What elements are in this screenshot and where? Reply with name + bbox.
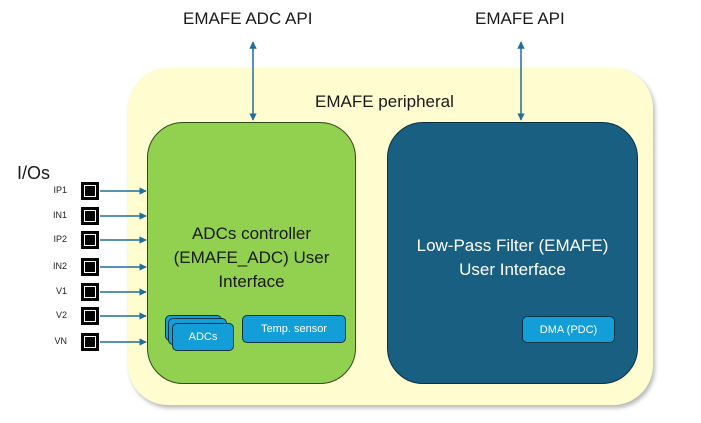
dma-pdc-chip: DMA (PDC)	[522, 316, 615, 343]
io-pin-label: IN1	[52, 210, 67, 220]
emafe-adc-api-label: EMAFE ADC API	[183, 9, 313, 28]
adc-controller-title-line: (EMAFE_ADC) User	[173, 248, 330, 267]
io-pin	[81, 258, 99, 276]
io-pin-label: V1	[55, 286, 67, 296]
emafe-api-label: EMAFE API	[475, 9, 565, 28]
low-pass-filter-title: Low-Pass Filter (EMAFE) User Interface	[387, 234, 638, 282]
io-pin-label: IP1	[53, 185, 67, 195]
adc-controller-title-line: Interface	[218, 272, 285, 291]
adcs-chip: ADCs	[172, 323, 234, 351]
ios-title: I/Os	[17, 163, 51, 183]
io-pin-label: IN2	[52, 261, 67, 271]
io-pin	[81, 283, 99, 301]
emafe-peripheral-title: EMAFE peripheral	[315, 92, 454, 111]
io-pin	[81, 182, 99, 200]
adc-controller-title: ADCs controller (EMAFE_ADC) User Interfa…	[147, 222, 356, 294]
io-connectors	[100, 187, 147, 346]
io-pin	[81, 231, 99, 249]
io-pin-label: V2	[55, 310, 67, 320]
adc-controller-title-line: ADCs controller	[191, 224, 312, 243]
io-pin-label: IP2	[53, 234, 67, 244]
low-pass-filter-title-line: User Interface	[459, 260, 566, 279]
io-pin	[81, 207, 99, 225]
io-pin	[81, 307, 99, 325]
temp-sensor-chip: Temp. sensor	[242, 315, 346, 343]
io-pin-label: VN	[54, 336, 67, 346]
io-pin	[81, 333, 99, 351]
low-pass-filter-title-line: Low-Pass Filter (EMAFE)	[416, 236, 609, 255]
